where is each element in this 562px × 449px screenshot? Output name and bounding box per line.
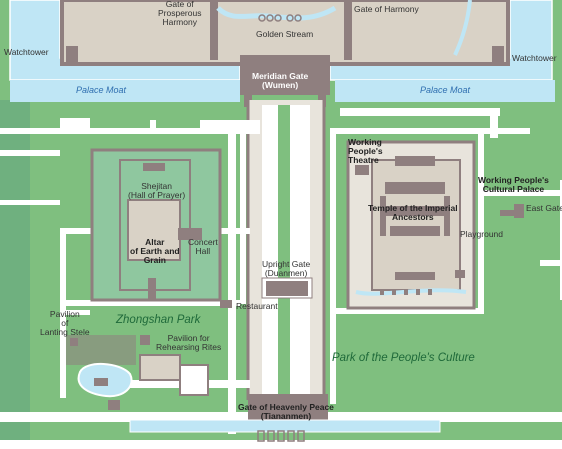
watchtower-left [66,46,78,62]
label-upright-gate: Upright Gate(Duanmen) [262,259,311,278]
label-golden-stream: Golden Stream [256,29,314,39]
label-zhongshan-park: Zhongshan Park [116,314,201,326]
label-park-culture: Park of the People's Culture [332,352,475,364]
altar-of-earth [127,199,181,261]
label-palace-moat-left: Palace Moat [76,85,127,95]
tiananmen-gate [248,394,328,422]
temple-side-right [444,196,450,236]
temple-hall-1 [385,182,445,194]
temple-hall-3 [390,226,440,236]
temple-gate [395,272,435,280]
east-gate [514,204,524,218]
east-gate-wing [500,210,514,216]
rites-pavilion [140,335,150,345]
meridian-gate [240,55,330,95]
south-court [179,364,209,396]
rites-courtyard [139,354,181,381]
label-tiananmen: Gate of Heavenly Peace(Tiananmen) [238,402,334,421]
upright-gate [266,281,308,296]
temple-hall-2 [380,206,450,216]
label-restaurant: Restaurant [236,301,278,311]
concert-hall [178,228,202,240]
gate-prosperous-hall [210,0,218,60]
grass-edge-left [0,100,30,440]
lanting-pavilion [70,338,78,346]
label-palace-moat-right: Palace Moat [420,85,471,95]
forbidden-city-courtyard [60,0,510,65]
label-shejitan: Shejitan(Hall of Prayer) [128,181,186,200]
temple-stream-bridges [380,289,432,295]
tiananmen-bridges [257,430,305,442]
moat-band-left [10,80,240,102]
label-watchtower-left: Watchtower [4,47,49,57]
pond-house [108,400,120,410]
label-watchtower-right: Watchtower [512,53,557,63]
outer-stream [129,419,441,433]
label-east-gate: East Gate [526,203,562,213]
watchtower-right [492,46,504,62]
temple-side-left [380,196,386,236]
label-meridian-gate: Meridian Gate(Wumen) [252,71,309,90]
gate-harmony-hall [344,0,352,60]
shejitan-hall [143,163,165,171]
label-gate-harmony: Gate of Harmony [354,4,419,14]
central-median [278,105,290,395]
pond-pavilion [94,378,108,386]
temple-rear-hall [395,156,435,166]
label-playground: Playground [460,229,504,239]
moat-band-right [335,80,555,102]
inner-canal [453,0,472,56]
temple-stream [355,288,467,296]
working-theatre [355,165,369,175]
restaurant [220,300,232,308]
golden-stream-bridges [258,14,302,22]
playground-building [455,270,465,278]
altar-gate [148,278,156,300]
